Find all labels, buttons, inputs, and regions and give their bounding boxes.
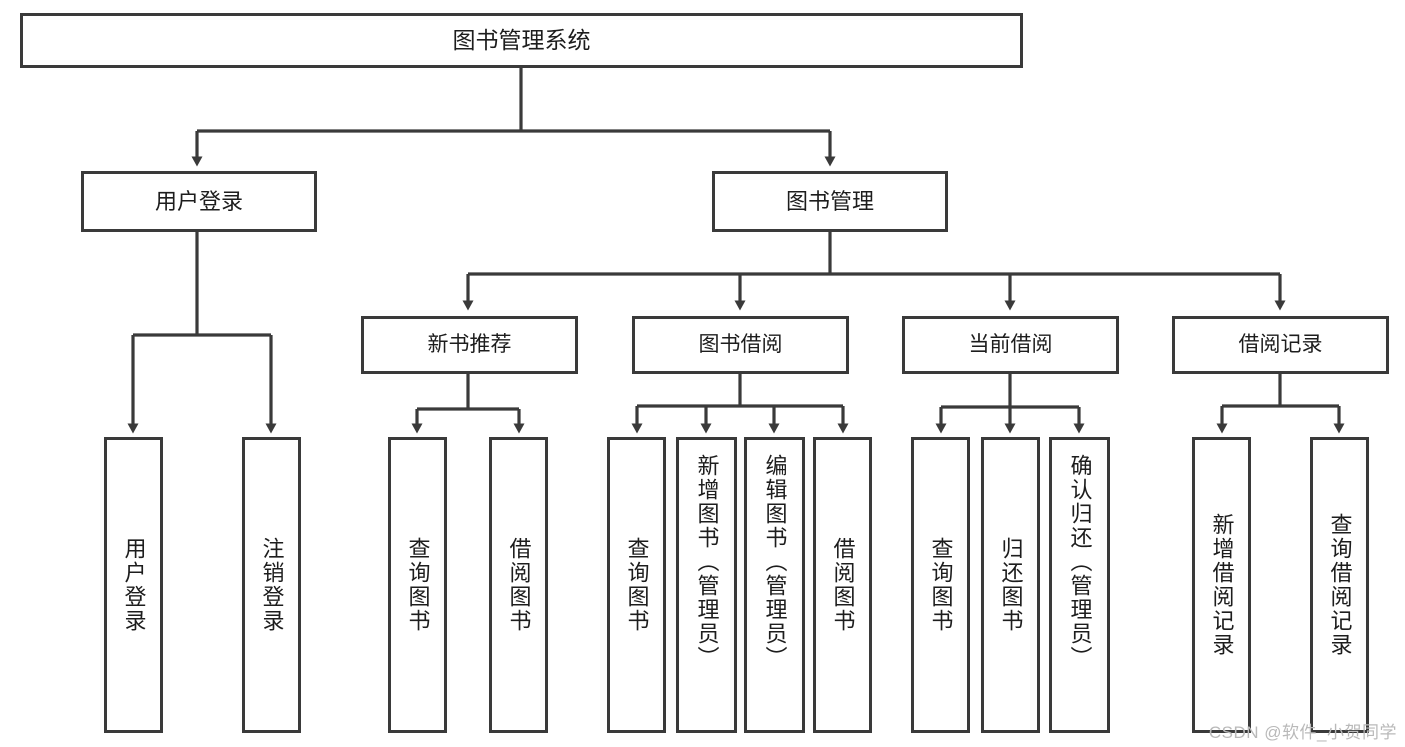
node-label: 当前借阅 (968, 332, 1053, 356)
leaf-query-borrow-record[interactable]: 查询借阅记录 (1310, 437, 1369, 733)
node-label: 借阅图书 (506, 537, 532, 633)
leaf-user-login[interactable]: 用户登录 (104, 437, 163, 733)
watermark-text: CSDN @软件_小贺同学 (1208, 723, 1397, 742)
node-label: 用户登录 (154, 188, 243, 214)
node-label: 图书管理系统 (452, 26, 591, 53)
node-label: 归还图书 (998, 537, 1024, 633)
node-label: 新书推荐 (427, 332, 512, 356)
node-label: 借阅记录 (1238, 332, 1323, 356)
node-label: 查询图书 (928, 537, 954, 633)
node-book-borrow[interactable]: 图书借阅 (632, 316, 849, 374)
leaf-confirm-return[interactable]: 确认归还（管理员） (1049, 437, 1110, 733)
node-label: 图书借阅 (698, 332, 783, 356)
node-borrow-record[interactable]: 借阅记录 (1172, 316, 1389, 374)
node-label: 图书管理 (785, 188, 874, 214)
leaf-query-book-recommend[interactable]: 查询图书 (388, 437, 447, 733)
node-label: 查询借阅记录 (1327, 513, 1353, 657)
leaf-add-book[interactable]: 新增图书（管理员） (676, 437, 737, 733)
node-label: 编辑图书（管理员） (762, 454, 788, 670)
node-label: 注销登录 (259, 537, 285, 633)
leaf-query-book-borrow[interactable]: 查询图书 (607, 437, 666, 733)
leaf-borrow-book-recommend[interactable]: 借阅图书 (489, 437, 548, 733)
node-root-system[interactable]: 图书管理系统 (20, 13, 1023, 68)
node-label: 用户登录 (121, 537, 147, 633)
node-label: 确认归还（管理员） (1067, 454, 1093, 670)
leaf-borrow-book[interactable]: 借阅图书 (813, 437, 872, 733)
leaf-edit-book[interactable]: 编辑图书（管理员） (744, 437, 805, 733)
node-new-book-recommend[interactable]: 新书推荐 (361, 316, 578, 374)
leaf-query-book-current[interactable]: 查询图书 (911, 437, 970, 733)
leaf-add-borrow-record[interactable]: 新增借阅记录 (1192, 437, 1251, 733)
node-label: 查询图书 (624, 537, 650, 633)
node-label: 新增图书（管理员） (694, 454, 720, 670)
node-current-borrow[interactable]: 当前借阅 (902, 316, 1119, 374)
node-label: 借阅图书 (830, 537, 856, 633)
leaf-return-book[interactable]: 归还图书 (981, 437, 1040, 733)
node-book-management[interactable]: 图书管理 (712, 171, 948, 232)
leaf-logout-login[interactable]: 注销登录 (242, 437, 301, 733)
node-user-login[interactable]: 用户登录 (81, 171, 317, 232)
node-label: 查询图书 (405, 537, 431, 633)
node-label: 新增借阅记录 (1209, 513, 1235, 657)
